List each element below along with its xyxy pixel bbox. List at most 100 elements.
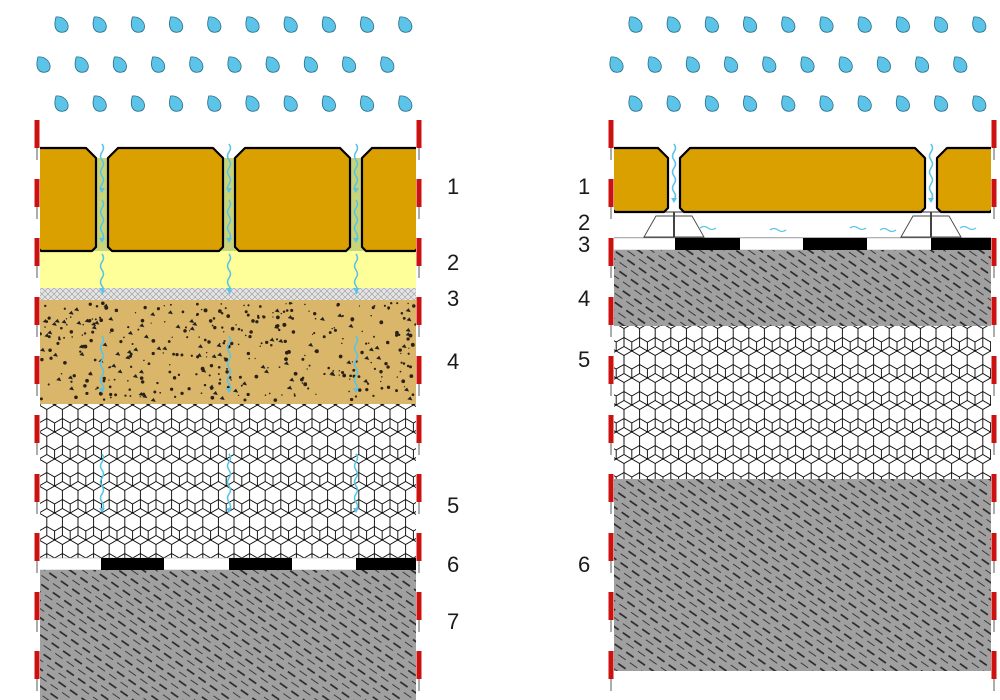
gravel-grain [99, 318, 104, 323]
gravel-grain [248, 357, 250, 360]
gravel-grain [223, 331, 225, 333]
gravel-grain [314, 317, 317, 320]
gravel-grain [172, 352, 175, 356]
gravel-grain [113, 378, 116, 381]
rain-drop-icon [74, 56, 89, 73]
gravel-grain [126, 349, 132, 354]
gravel-grain [354, 395, 358, 398]
water-flow-arrow [353, 335, 359, 393]
gravel-grain [183, 329, 187, 333]
gravel-grain [329, 371, 335, 376]
gravel-grain [230, 379, 232, 381]
water-flow-arrow [353, 143, 359, 193]
gravel-grain [338, 354, 343, 359]
gravel-grain [96, 386, 99, 390]
gravel-grain [143, 334, 149, 339]
water-flow-arrow [99, 199, 105, 241]
gravel-grain [412, 304, 416, 308]
gravel-grain [139, 376, 144, 380]
gravel-grain [217, 352, 223, 357]
gravel-grain [337, 313, 343, 318]
water-flow-arrow [99, 335, 105, 393]
gravel-grain [249, 330, 253, 334]
gravel-grain [357, 375, 361, 378]
gravel-grain [101, 301, 105, 306]
gravel-grain [189, 318, 195, 323]
rain-drop-icon [743, 95, 758, 112]
gravel-grain [159, 391, 162, 394]
gravel-grain [192, 321, 198, 326]
gravel-grain [379, 320, 384, 325]
gravel-grain [384, 361, 388, 366]
gravel-grain [162, 346, 168, 351]
border-dash [991, 297, 997, 325]
gravel-grain [172, 376, 177, 380]
gravel-grain [150, 397, 156, 402]
gravel-grain [186, 336, 189, 339]
border-gap [418, 207, 420, 219]
gravel-grain [51, 321, 57, 326]
gravel-grain [54, 318, 60, 323]
gravel-grain [386, 365, 390, 369]
border-gap [610, 502, 612, 514]
border-dash [416, 415, 422, 443]
hatched-layer-right-4 [611, 250, 994, 326]
gravel-grain [82, 344, 85, 348]
gravel-grain [129, 365, 133, 368]
label-left-4: 4 [447, 349, 459, 374]
water-flow-arrow [353, 453, 359, 511]
border-dash [991, 179, 997, 207]
gravel-grain [342, 373, 347, 378]
gravel-grain [251, 319, 255, 323]
paver-block [360, 146, 421, 253]
gravel-grain [169, 364, 171, 366]
gravel-grain [197, 344, 203, 349]
gravel-grain [322, 335, 326, 339]
gravel-grain [63, 307, 66, 310]
gravel-grain [306, 368, 308, 370]
gravel-grain [156, 307, 161, 311]
gravel-grain [351, 361, 354, 363]
water-flow-arrow [226, 335, 232, 393]
gravel-grain [341, 370, 345, 375]
gravel-grain [205, 356, 208, 358]
border-dash [991, 533, 997, 561]
gravel-grain [91, 318, 94, 320]
border-dash [991, 120, 997, 148]
gravel-grain [350, 317, 355, 322]
gravel-grain [380, 386, 384, 390]
gravel-grain [123, 336, 125, 339]
gravel-grain [226, 314, 231, 318]
gravel-grain [207, 340, 211, 344]
gravel-grain [282, 322, 287, 327]
border-gap [993, 679, 995, 691]
gravel-grain [300, 377, 304, 382]
flow-arrowhead-icon [353, 288, 359, 293]
border-gap [993, 148, 995, 160]
gravel-grain [195, 302, 199, 306]
gravel-grain [217, 365, 221, 369]
gravel-grain [352, 368, 356, 372]
paver-joints-left [94, 158, 364, 251]
gravel-grain [102, 379, 106, 383]
rain-drop-icon [321, 16, 336, 33]
gravel-grain [171, 336, 173, 339]
gravel-grain [111, 363, 117, 368]
border-dash [608, 592, 614, 620]
border-gap [418, 502, 420, 514]
gravel-grain [244, 310, 248, 314]
gravel-grain [93, 358, 97, 362]
gravel-grain [70, 380, 73, 383]
gravel-grain [405, 332, 411, 337]
border-gap [610, 266, 612, 278]
rain-drop-icon [112, 56, 127, 73]
gravel-grain [240, 384, 243, 387]
water-flow-arrow [353, 253, 359, 295]
gravel-grain [364, 355, 370, 360]
border-gap [36, 148, 38, 160]
gravel-grain [370, 314, 372, 317]
border-gap [418, 679, 420, 691]
border-dash [34, 415, 40, 443]
label-right-4: 4 [578, 286, 590, 311]
gravel-grain [218, 381, 222, 385]
